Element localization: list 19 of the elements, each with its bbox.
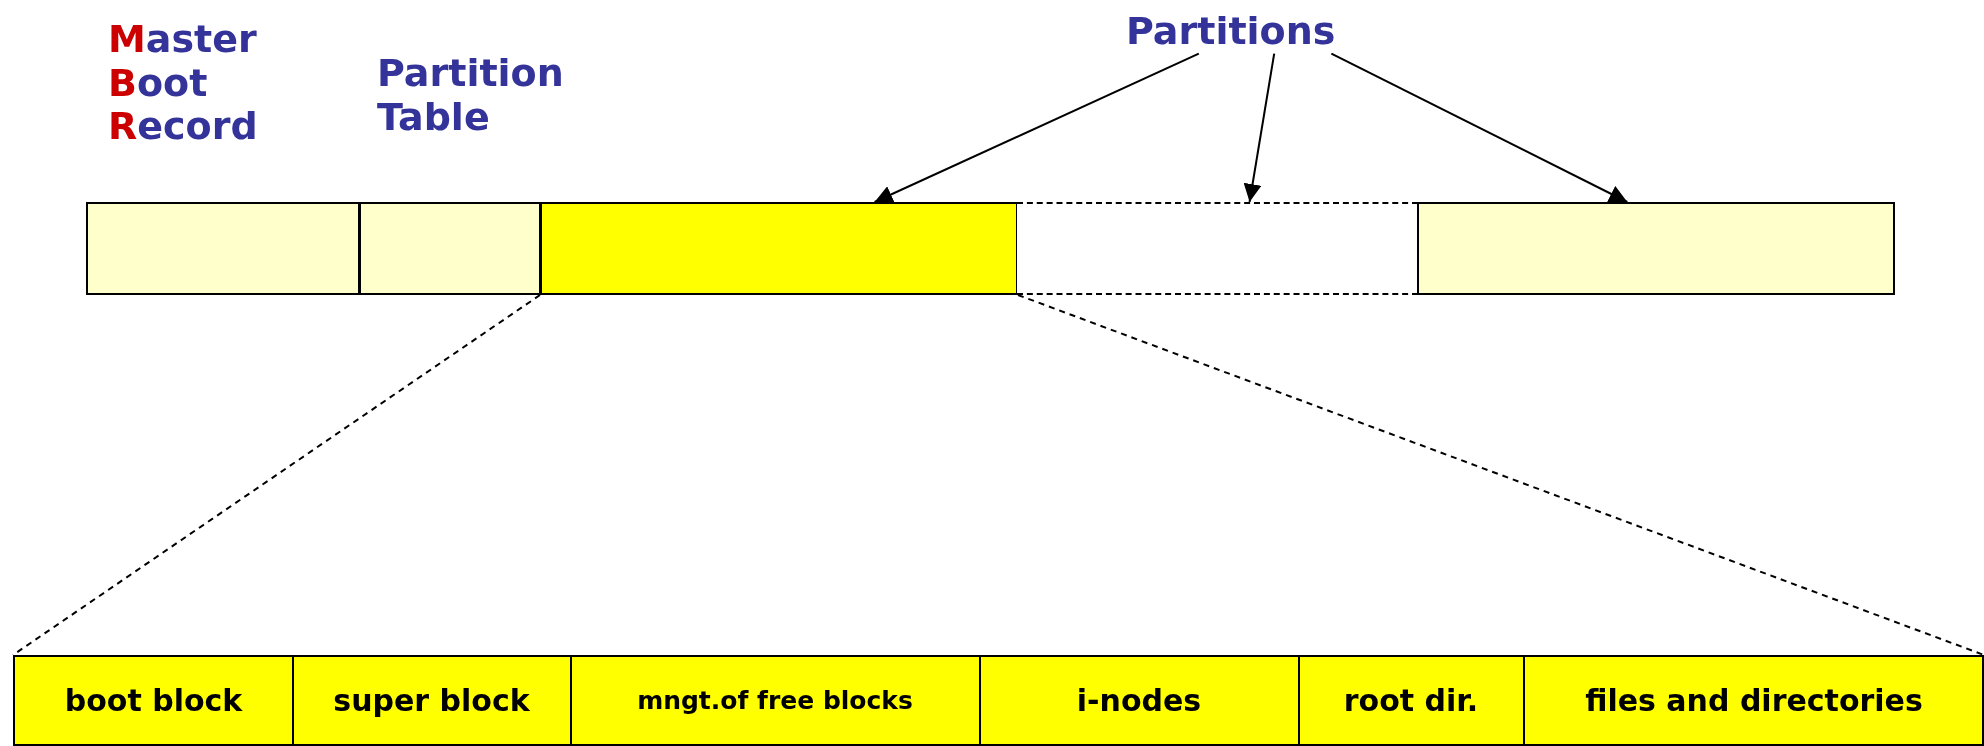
partition-block [1417, 202, 1895, 295]
partition-layout-bar [13, 655, 1984, 746]
mbr-block [86, 202, 360, 295]
layout-cell: super block [293, 657, 572, 744]
arrow [873, 52, 1200, 203]
layout-cell: mngt.of free blocks [571, 657, 981, 744]
partition-table-block [359, 202, 541, 295]
heading-label: Master Boot Record [108, 18, 298, 150]
layout-cell: files and directories [1524, 657, 1984, 744]
layout-cell: boot block [15, 657, 294, 744]
arrow [1330, 52, 1629, 203]
zoom-line [1017, 294, 1984, 656]
free-space-segment [1017, 202, 1418, 295]
layout-cell: root dir. [1299, 657, 1525, 744]
partition-block [540, 202, 1018, 295]
layout-cell: i-nodes [980, 657, 1300, 744]
heading-label: Partition Table [377, 52, 607, 140]
heading-label: Partitions [1126, 10, 1386, 54]
arrow [1243, 52, 1276, 203]
